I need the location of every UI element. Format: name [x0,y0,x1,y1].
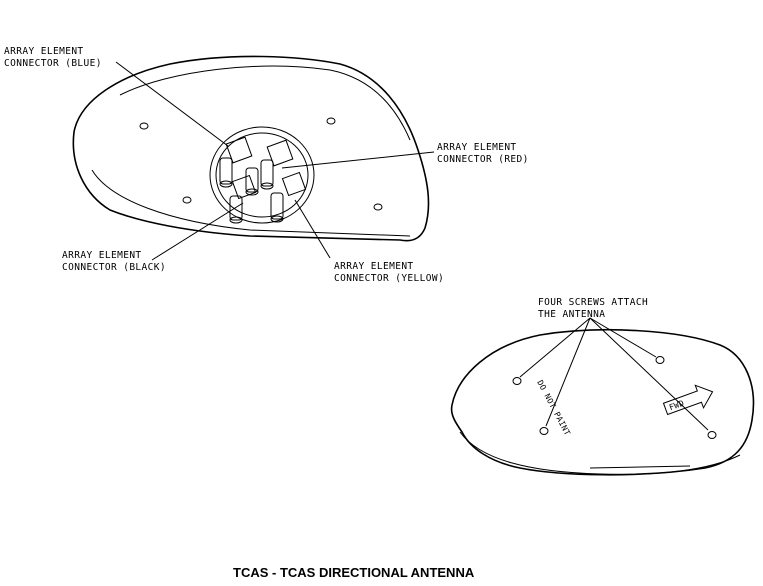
antenna-top-view: FWD DO NOT PAINT [450,317,755,476]
connector-black [229,174,257,224]
svg-text:CONNECTOR (RED): CONNECTOR (RED) [437,154,529,165]
svg-text:ARRAY ELEMENT: ARRAY ELEMENT [334,261,414,272]
mounting-hole [139,122,149,130]
svg-text:FOUR SCREWS ATTACH: FOUR SCREWS ATTACH [538,297,648,308]
svg-text:CONNECTOR (BLUE): CONNECTOR (BLUE) [4,58,102,69]
svg-text:ARRAY ELEMENT: ARRAY ELEMENT [62,250,142,261]
mounting-hole [373,203,383,211]
connector-red [260,139,294,190]
svg-text:ARRAY ELEMENT: ARRAY ELEMENT [437,142,517,153]
label-red: ARRAY ELEMENT CONNECTOR (RED) [437,142,529,165]
label-blue: ARRAY ELEMENT CONNECTOR (BLUE) [4,46,102,69]
figure-caption: TCAS - TCAS DIRECTIONAL ANTENNA [233,565,475,580]
svg-text:THE ANTENNA: THE ANTENNA [538,309,605,320]
connector-blue [219,136,253,188]
label-black: ARRAY ELEMENT CONNECTOR (BLACK) [62,250,166,273]
svg-text:CONNECTOR (YELLOW): CONNECTOR (YELLOW) [334,273,444,284]
mounting-hole [326,117,336,125]
screw-hole [539,427,549,435]
screw-hole [512,377,522,385]
screw-hole [655,356,665,364]
mounting-hole [182,196,192,204]
connector-yellow [270,171,307,223]
svg-text:CONNECTOR (BLACK): CONNECTOR (BLACK) [62,262,166,273]
fwd-arrow-icon: FWD [662,384,714,416]
connector-center [245,167,259,196]
label-screws: FOUR SCREWS ATTACH THE ANTENNA [538,297,648,320]
screw-hole [707,431,717,439]
svg-text:ARRAY ELEMENT: ARRAY ELEMENT [4,46,84,57]
antenna-bottom-view [72,55,435,261]
label-yellow: ARRAY ELEMENT CONNECTOR (YELLOW) [334,261,444,284]
